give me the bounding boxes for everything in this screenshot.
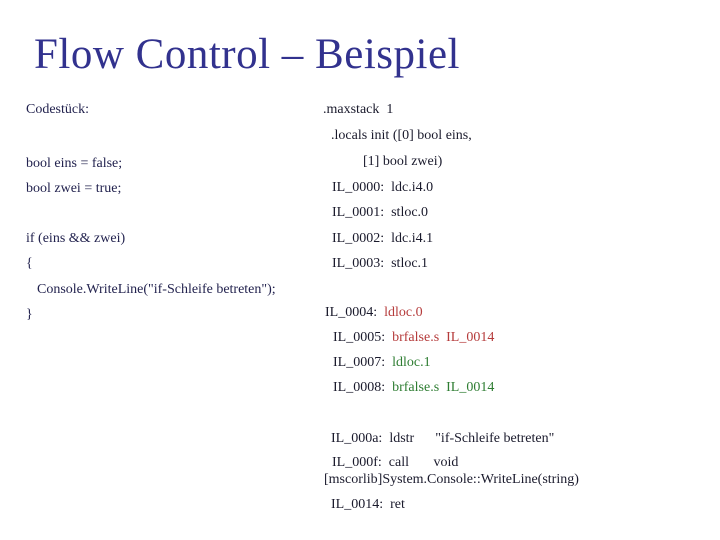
il-address: IL_0001: xyxy=(332,205,385,220)
il-address: IL_0002: xyxy=(332,231,385,246)
code-line: if (eins && zwei) xyxy=(26,231,126,246)
il-address: IL_0000: xyxy=(332,180,385,195)
il-instruction: ldstr "if-Schleife betreten" xyxy=(382,431,555,446)
il-instruction-highlight-red: ldloc.0 xyxy=(377,305,423,320)
il-address: IL_0005: xyxy=(333,330,386,345)
il-operand: 1 xyxy=(379,102,394,117)
il-instruction: stloc.1 xyxy=(384,256,429,271)
il-instruction-highlight-green: brfalse.s IL_0014 xyxy=(385,380,495,395)
code-line: } xyxy=(26,307,33,322)
il-instruction: ldc.i4.1 xyxy=(384,231,434,246)
il-line: IL_0003: stloc.1 xyxy=(332,255,428,272)
il-line: .maxstack 1 xyxy=(323,101,393,118)
il-instruction: ret xyxy=(383,497,405,512)
il-address: IL_000f: xyxy=(332,455,382,470)
il-instruction: [mscorlib]System.Console::WriteLine(stri… xyxy=(324,472,579,487)
il-line: IL_0014: ret xyxy=(331,496,405,513)
il-directive: .maxstack xyxy=(323,102,380,117)
il-address: IL_0014: xyxy=(331,497,384,512)
code-section-label: Codestück: xyxy=(26,102,89,117)
il-line: IL_0001: stloc.0 xyxy=(332,204,428,221)
il-line: IL_0007: ldloc.1 xyxy=(333,354,431,371)
il-line: IL_000a: ldstr "if-Schleife betreten" xyxy=(331,430,554,447)
il-line: IL_0004: ldloc.0 xyxy=(325,304,423,321)
il-operand: .locals init ([0] bool eins, xyxy=(331,128,472,143)
il-instruction-highlight-green: ldloc.1 xyxy=(385,355,431,370)
il-instruction: call void xyxy=(381,455,459,470)
il-line: IL_0000: ldc.i4.0 xyxy=(332,179,433,196)
il-line: [1] bool zwei) xyxy=(363,153,442,170)
il-instruction: ldc.i4.0 xyxy=(384,180,434,195)
il-line: IL_000f: call void xyxy=(332,454,458,471)
il-line: IL_0008: brfalse.s IL_0014 xyxy=(333,379,494,396)
code-line: bool zwei = true; xyxy=(26,181,122,196)
il-line: [mscorlib]System.Console::WriteLine(stri… xyxy=(324,471,579,488)
il-address: IL_0004: xyxy=(325,305,378,320)
il-address: IL_0008: xyxy=(333,380,386,395)
il-address: IL_0003: xyxy=(332,256,385,271)
il-line: IL_0005: brfalse.s IL_0014 xyxy=(333,329,494,346)
il-instruction: stloc.0 xyxy=(384,205,429,220)
slide-title: Flow Control – Beispiel xyxy=(34,31,460,78)
il-operand: [1] bool zwei) xyxy=(363,154,443,169)
il-instruction-highlight-red: brfalse.s IL_0014 xyxy=(385,330,495,345)
il-line: .locals init ([0] bool eins, xyxy=(331,127,472,144)
code-line: Console.WriteLine("if-Schleife betreten"… xyxy=(37,282,276,297)
code-line: { xyxy=(26,256,33,271)
code-line: bool eins = false; xyxy=(26,156,123,171)
il-address: IL_000a: xyxy=(331,431,383,446)
il-address: IL_0007: xyxy=(333,355,386,370)
il-line: IL_0002: ldc.i4.1 xyxy=(332,230,433,247)
